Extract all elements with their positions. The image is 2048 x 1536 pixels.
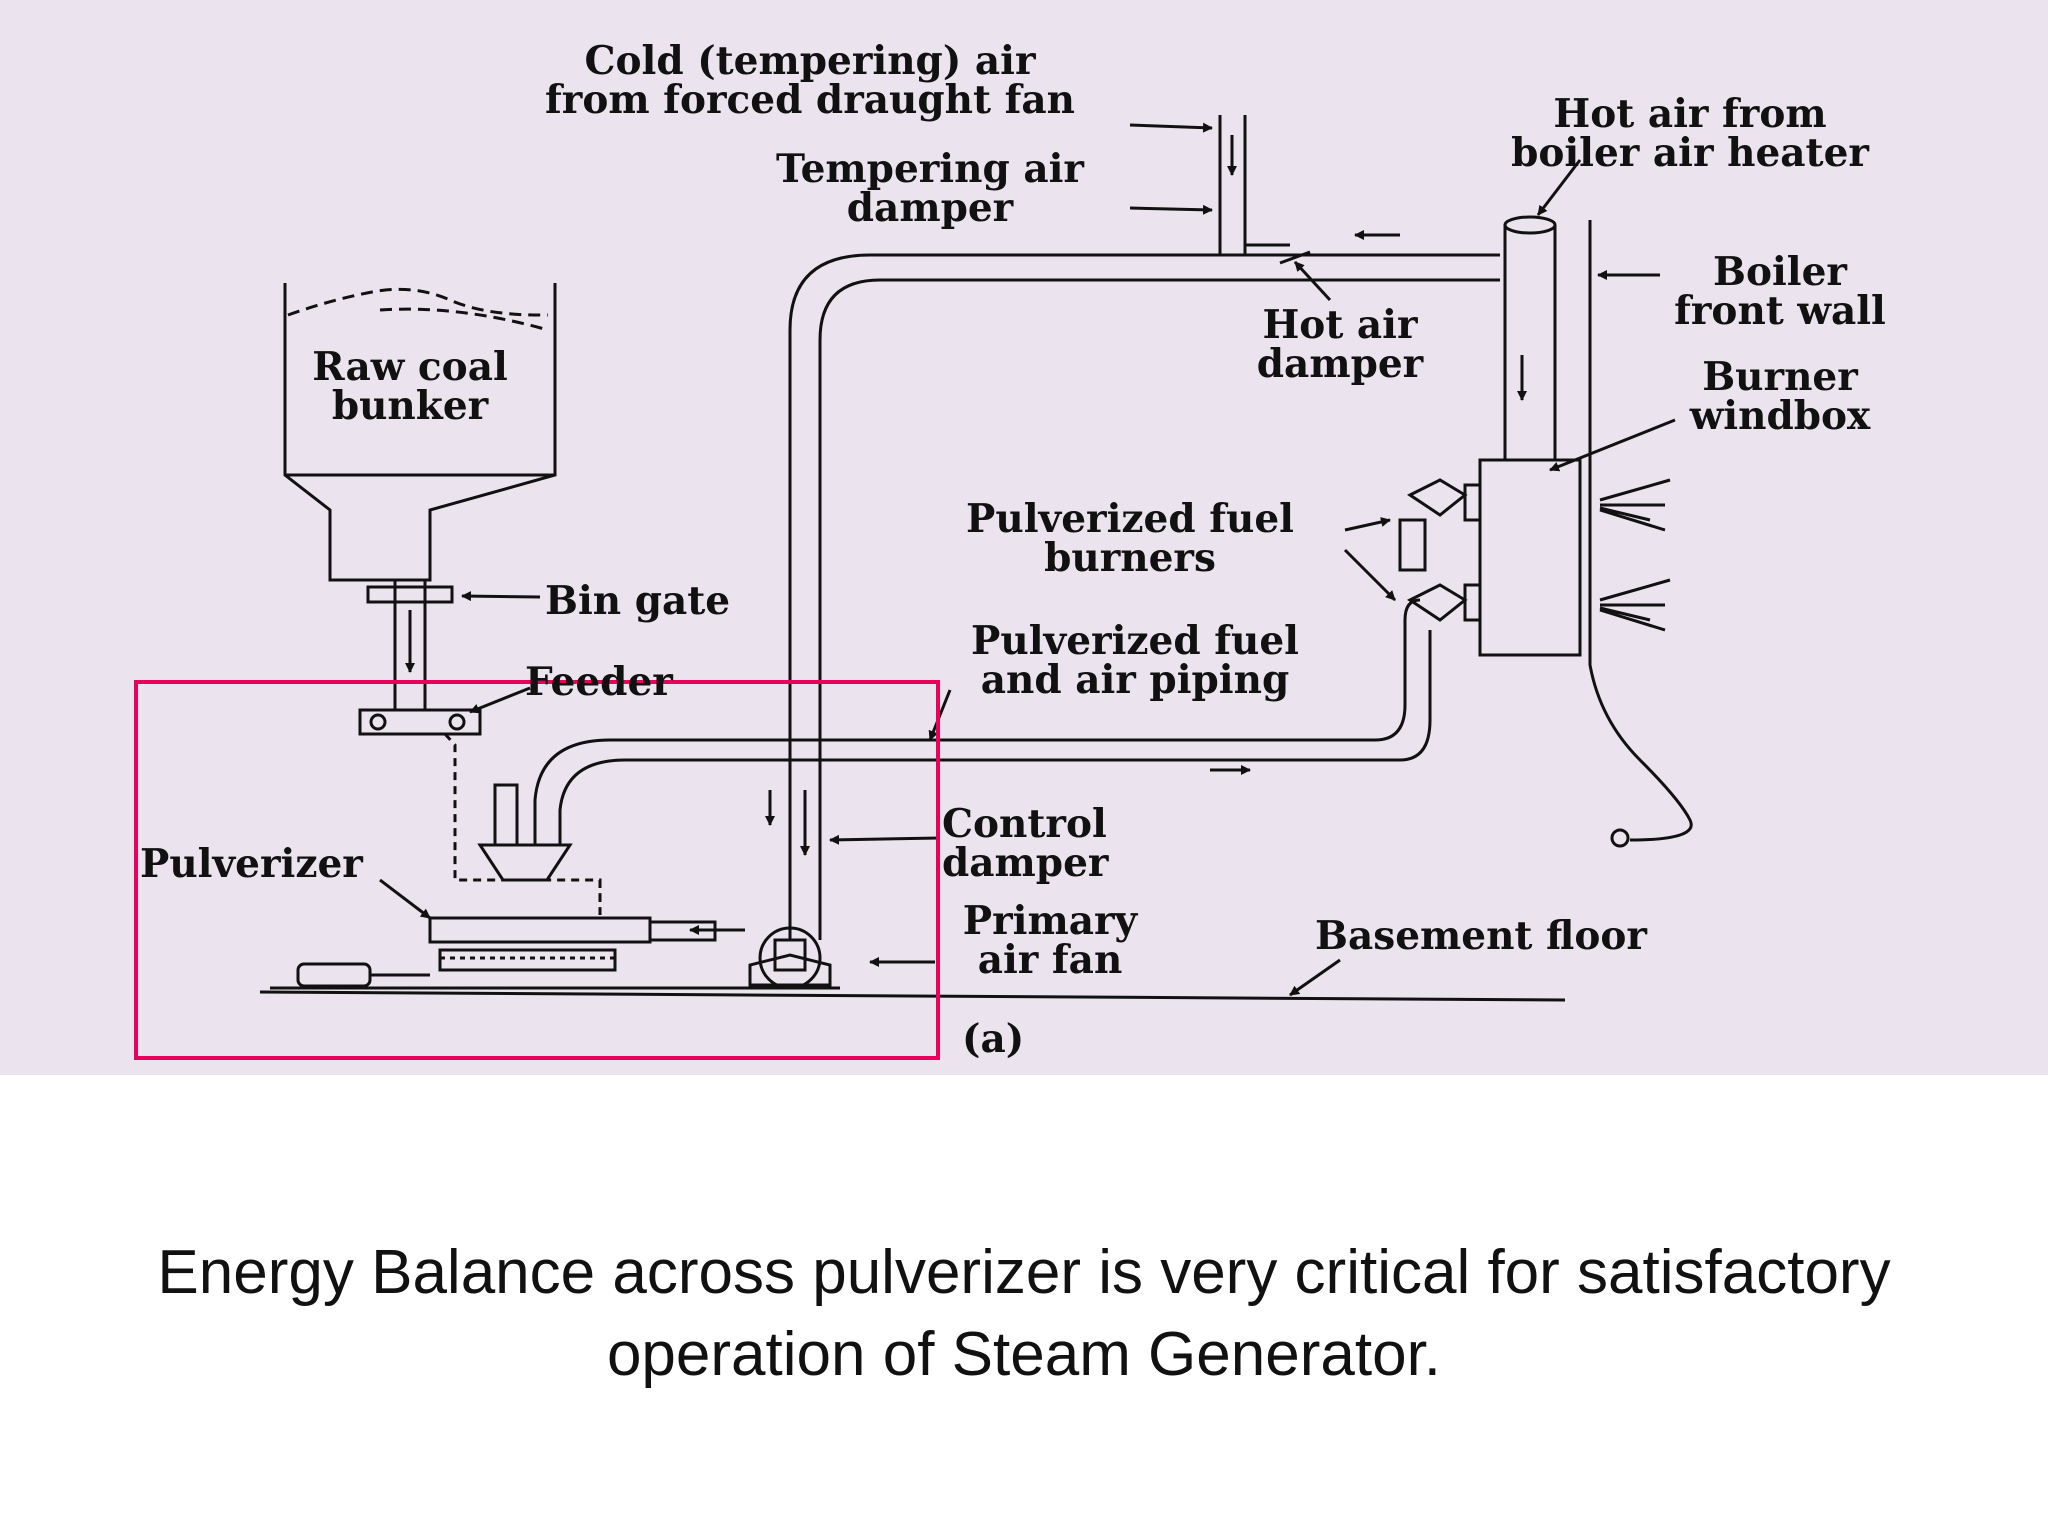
raw-coal-bunker bbox=[283, 283, 557, 582]
label-basement-floor: Basement floor bbox=[1315, 913, 1647, 959]
air-heater-duct bbox=[1503, 215, 1557, 460]
coal-chute bbox=[358, 580, 482, 736]
caption-line-1: Energy Balance across pulverizer is very… bbox=[157, 1238, 1891, 1307]
label-feeder: Feeder bbox=[525, 659, 673, 705]
hot-air-duct bbox=[765, 115, 1500, 940]
label-pulverizer: Pulverizer bbox=[140, 841, 363, 887]
leader-lines bbox=[379, 122, 1676, 997]
diagram-drawing bbox=[134, 115, 1693, 1060]
pulverizer bbox=[270, 732, 840, 990]
slide-caption: Energy Balance across pulverizer is very… bbox=[0, 1232, 2048, 1396]
basement-floor-line bbox=[259, 990, 1566, 1002]
pf-piping bbox=[533, 598, 1432, 845]
pulverizer-highlight-box bbox=[134, 680, 940, 1060]
label-bin-gate: Bin gate bbox=[545, 578, 731, 624]
boiler-front-wall bbox=[1588, 220, 1693, 848]
caption-line-2: operation of Steam Generator. bbox=[606, 1320, 1442, 1389]
burner-windbox bbox=[1398, 458, 1671, 657]
label-figure-tag: (a) bbox=[962, 1016, 1025, 1062]
